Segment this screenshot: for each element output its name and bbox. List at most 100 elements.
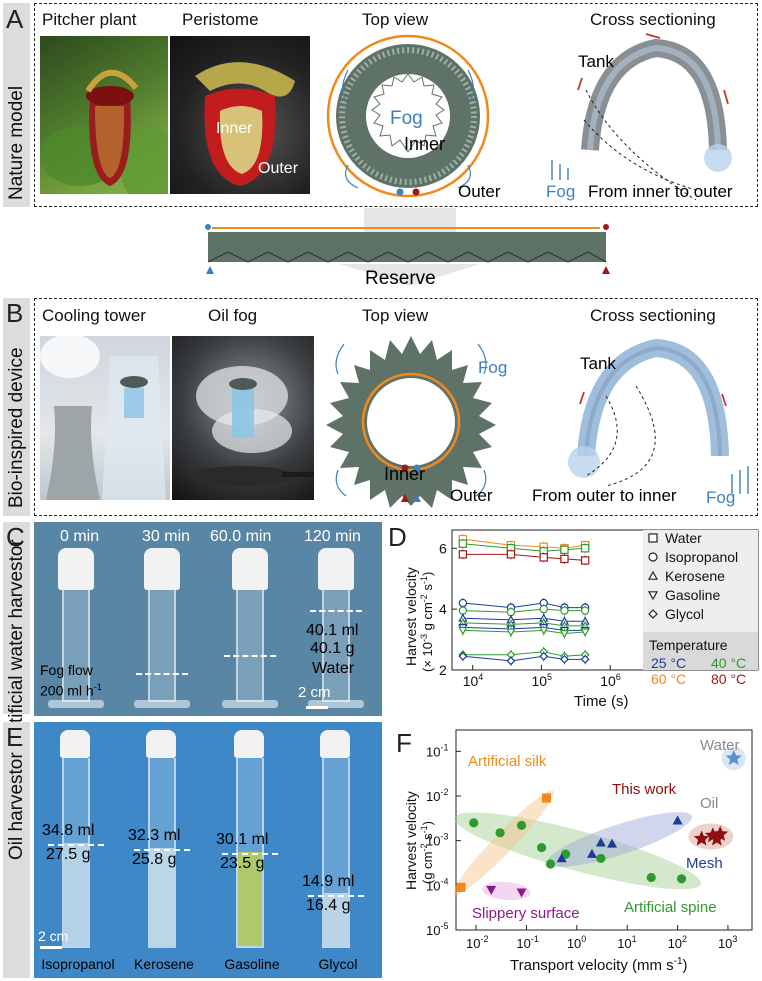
oil-name-label: Isopropanol [41,956,115,972]
data-point [545,859,556,869]
panel-c-mass: 40.1 g [310,640,355,657]
panel-a-caption-pitcher: Pitcher plant [42,10,137,29]
x-tick-label: 101 [617,934,636,951]
panel-b-side-box [3,298,30,516]
group-label-spine: Artificial spine [624,899,717,916]
cylinder-cap [60,730,90,758]
panel-c-time-60: 60.0 min [210,528,272,545]
cylinder-base [48,700,104,708]
data-point [560,606,569,615]
panel-a-caption-cross: Cross sectioning [590,10,716,29]
reserve-label: Reserve [365,268,436,289]
x-tick-label: 10-1 [516,934,538,951]
data-point [708,830,725,846]
data-point [646,872,656,883]
panel-a-cross-fog: Fog [546,182,576,201]
panel-a-cross-direction: From inner to outer [588,182,733,201]
reserve-strip-diagram [205,208,610,286]
y-axis-label: Harvest velocity [403,567,419,666]
panel-c-fog-flow-exp: -1 [93,682,102,692]
data-point [539,604,548,614]
legend-marker [648,609,658,619]
data-point [607,838,618,848]
graduated-cylinder [148,758,176,948]
y-axis-unit: (× 10-3 g cm-2 s-1) [419,572,435,672]
panel-a-frame [34,3,758,207]
group-label-mesh: Mesh [686,855,723,872]
panel-e-letter: E [6,722,24,752]
liquid-level-line [224,655,276,657]
cylinder-cap [320,730,350,758]
panel-b-cross-fog: Fog [706,488,736,507]
panel-a-side-label: Nature model [6,85,27,200]
oil-volume-label: 34.8 ml [42,821,95,839]
data-point [506,607,516,617]
cylinder-base [134,700,190,708]
graduated-cylinder [236,590,264,702]
data-point [486,885,497,895]
data-point [560,545,569,554]
cylinder-base [222,700,278,708]
panel-b-frame [34,298,758,516]
panel-b-cross-tank: Tank [580,354,616,373]
panel-c-time-30: 30 min [142,528,191,545]
graduated-cylinder [148,590,176,702]
x-tick-label: 10-2 [466,934,488,951]
panel-e-scale-bar [40,946,62,949]
data-point [559,629,570,639]
panel-b-caption-oilfog: Oil fog [208,306,258,325]
liquid-fill [150,848,174,946]
x-tick-label: 105 [531,672,552,689]
panel-c-fog-flow-rate: 200 ml h [40,682,94,699]
data-point [458,539,468,548]
data-point [580,606,590,615]
peristome-photo: Inner Outer [170,36,310,194]
panel-d-letter: D [388,522,407,552]
data-point [539,553,548,562]
y-axis-label: Harvest velocity [403,791,419,890]
data-point [458,550,468,559]
data-point [595,837,606,847]
panel-c-scale-bar [306,706,328,709]
data-point [516,888,527,898]
panel-c-side-label: Artificial water harvestor [6,539,27,742]
temperature-legend-item: 25 °C [651,655,686,671]
data-point [506,550,516,559]
data-point [560,554,569,564]
liquid-fill [324,893,348,946]
data-point [506,656,516,666]
oil-mass-label: 16.4 g [306,896,351,914]
data-point [725,749,742,765]
oil-mass-label: 27.5 g [46,845,91,863]
temperature-legend-title: Temperature [649,637,728,653]
temperature-legend-item: 40 °C [711,655,746,671]
data-point [495,828,505,838]
panel-b-top-inner: Inner [384,464,426,484]
liquid-level-line [48,843,104,846]
temperature-legend-background [643,632,758,670]
cylinder-cap [144,548,180,590]
liquid-level-line [134,849,190,852]
oil-volume-label: 32.3 ml [128,827,181,845]
temperature-legend-item: 60 °C [651,671,686,687]
y-tick-label: 10-2 [426,787,448,804]
data-point [469,818,479,828]
liquid-level-line [136,673,188,675]
panel-b-letter: B [6,298,24,328]
liquid-level-line [222,853,278,855]
data-point [456,882,466,892]
panel-c-side-box [3,522,30,714]
data-point [580,628,590,637]
oil-fog-photo [172,336,314,500]
panel-a-letter: A [6,4,24,34]
data-point [580,544,590,553]
oil-mass-label: 25.8 g [132,851,177,869]
panel-c-volume: 40.1 ml [306,622,359,639]
group-label-silk: Artificial silk [468,753,547,770]
panel-b-side-label: Bio-inspired device [6,347,27,508]
panel-b-caption-cross: Cross sectioning [590,306,716,325]
legend-marker [647,591,659,601]
panel-b-top-fog: Fog [478,358,508,377]
